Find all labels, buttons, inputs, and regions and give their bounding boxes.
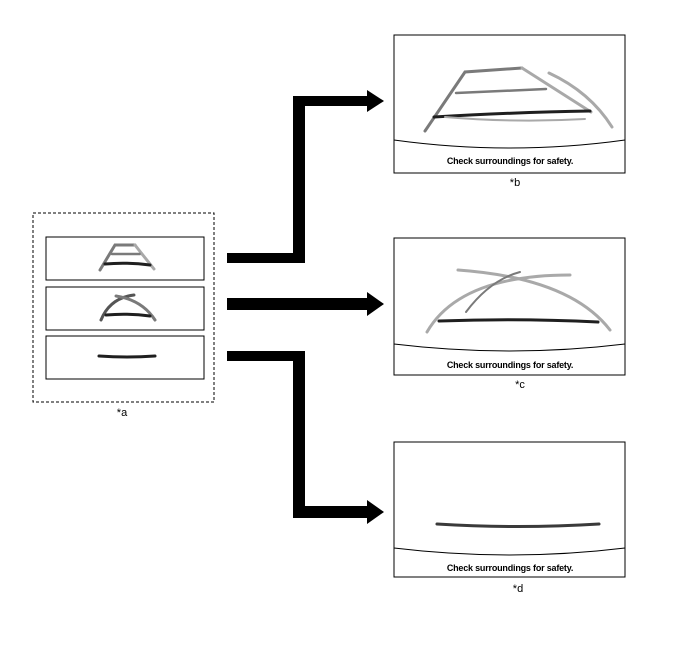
selector-label: *a <box>117 407 128 419</box>
arrow-to-b <box>227 90 384 263</box>
course-lines-icon <box>99 293 157 322</box>
arrow-to-c <box>227 292 384 316</box>
screen-d: Check surroundings for safety. *d <box>393 441 626 595</box>
single-line-icon <box>97 354 157 359</box>
screen-d-label: *d <box>513 583 523 595</box>
screen-b-label: *b <box>510 177 520 189</box>
screen-c: Check surroundings for safety. *c <box>393 237 626 391</box>
screen-c-divider <box>393 343 626 352</box>
screen-d-single-line <box>435 522 601 528</box>
screen-c-frame <box>393 237 626 376</box>
screen-b-frame <box>393 34 626 174</box>
option-single-line[interactable] <box>45 335 205 380</box>
screen-b-caption: Check surroundings for safety. <box>447 156 573 166</box>
screen-d-caption: Check surroundings for safety. <box>447 563 573 573</box>
guide-lines-icon <box>98 243 156 272</box>
screen-c-caption: Check surroundings for safety. <box>447 360 573 370</box>
arrow-b-shape <box>227 90 384 263</box>
screen-c-label: *c <box>515 379 525 391</box>
arrow-to-d <box>227 351 384 524</box>
arrow-d-shape <box>227 351 384 524</box>
option-guide-lines[interactable] <box>45 236 205 281</box>
option-course-lines[interactable] <box>45 286 205 331</box>
arrow-c-shape <box>227 292 384 316</box>
selector-dashed-frame <box>32 212 215 403</box>
selector-panel: *a <box>32 212 215 419</box>
screen-d-frame <box>393 441 626 578</box>
screen-b-divider <box>393 139 626 149</box>
screen-c-course-lines <box>425 268 612 334</box>
screen-b: Check surroundings for safety. *b <box>393 34 626 189</box>
screen-d-divider <box>393 547 626 556</box>
screen-b-guide-lines <box>423 66 614 133</box>
